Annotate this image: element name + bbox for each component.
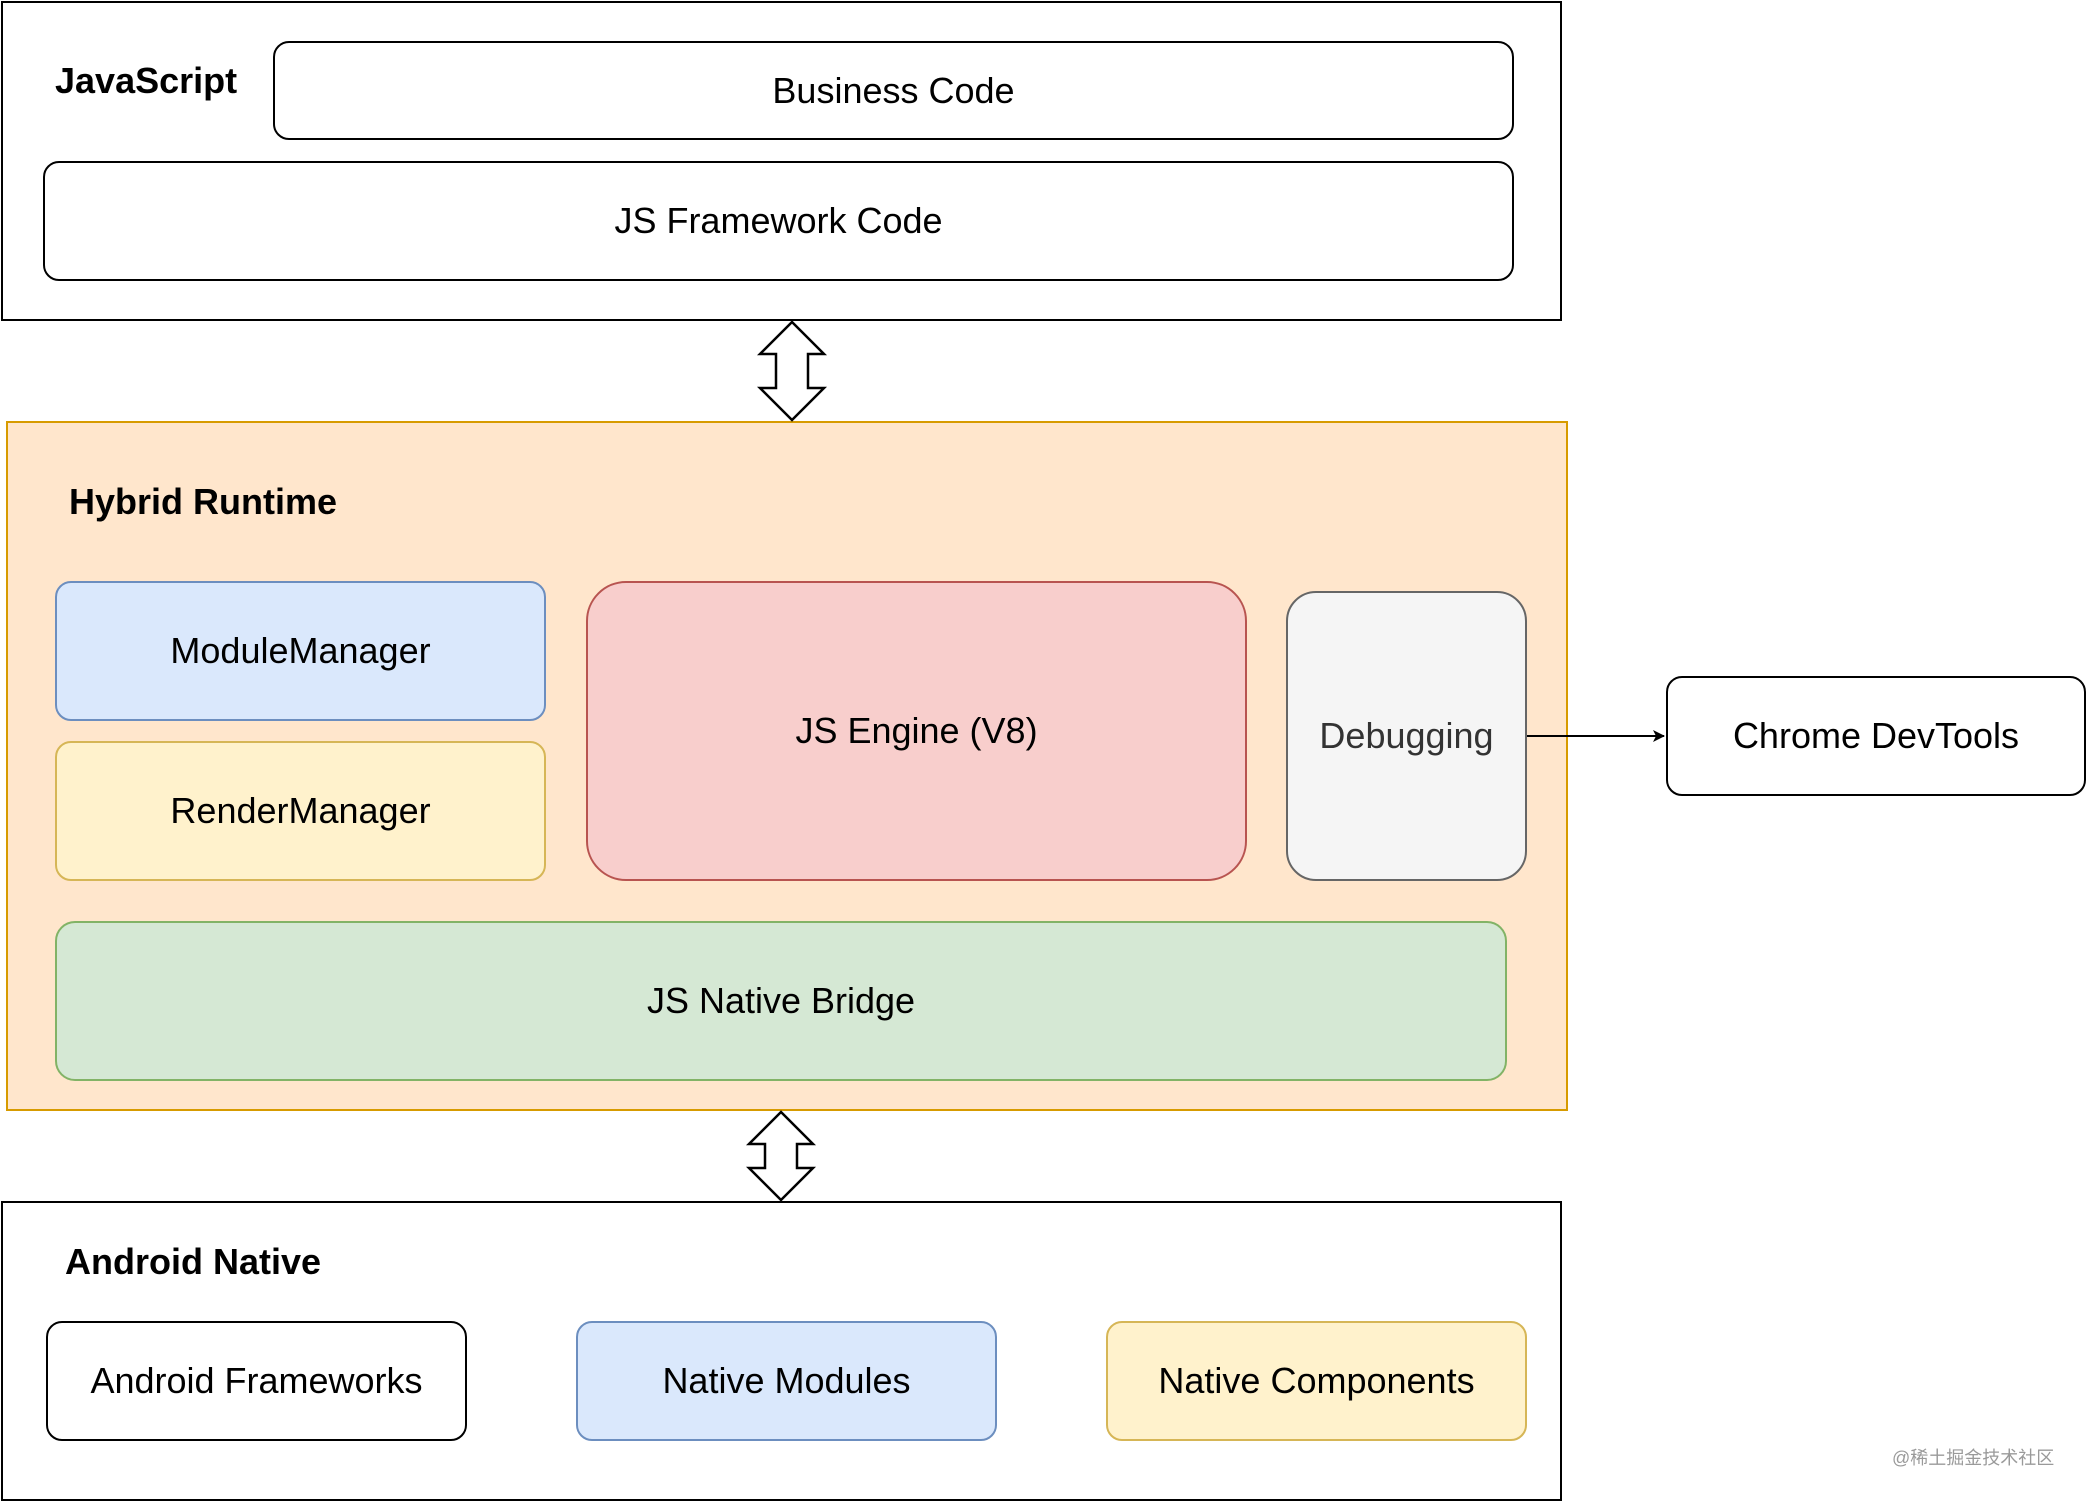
double-arrow-runtime-native [745, 1110, 817, 1202]
watermark: @稀土掘金技术社区 [1892, 1448, 2055, 1468]
double-arrow-js-runtime [756, 320, 828, 422]
native-modules-box: Native Modules [576, 1321, 997, 1441]
business-code-box: Business Code [273, 41, 1514, 140]
javascript-layer-title: JavaScript [55, 60, 238, 101]
android-native-title: Android Native [65, 1241, 322, 1282]
debugging-box: Debugging [1286, 591, 1527, 881]
android-frameworks-box: Android Frameworks [46, 1321, 467, 1441]
chrome-devtools-box: Chrome DevTools [1666, 676, 2086, 796]
render-manager-box: RenderManager [55, 741, 546, 881]
native-components-box: Native Components [1106, 1321, 1527, 1441]
js-engine-box: JS Engine (V8) [586, 581, 1247, 881]
module-manager-box: ModuleManager [55, 581, 546, 721]
js-native-bridge-box: JS Native Bridge [55, 921, 1507, 1081]
hybrid-runtime-title: Hybrid Runtime [69, 481, 338, 522]
js-framework-code-box: JS Framework Code [43, 161, 1514, 281]
